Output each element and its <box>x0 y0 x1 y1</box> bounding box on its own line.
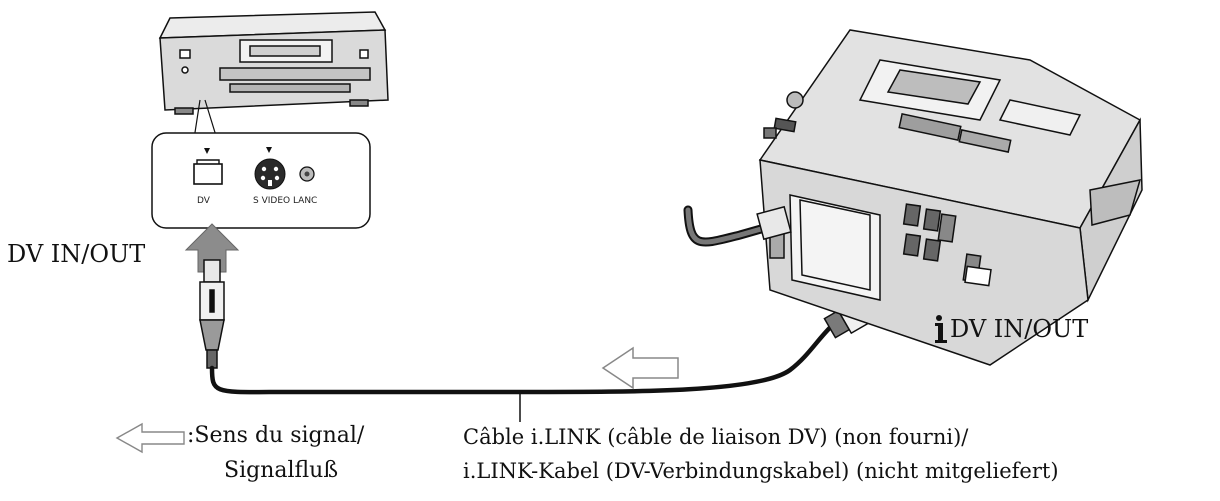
vcr-connector-panel <box>151 132 371 229</box>
dv-jack-marker-icon <box>204 148 210 154</box>
camera-device <box>758 29 1143 366</box>
legend-signal-arrow-icon <box>115 422 185 454</box>
vcr-connect-arrow-icon <box>184 223 240 273</box>
cable-label-line2: i.LINK-Kabel (DV-Verbindungskabel) (nich… <box>463 459 1059 483</box>
signal-direction-label-line2: Signalfluß <box>224 458 339 483</box>
vcr-side-plug <box>199 259 225 369</box>
signal-direction-label-line1: :Sens du signal/ <box>187 423 365 448</box>
svideo-jack-marker-icon <box>266 147 272 153</box>
dv-jack-icon <box>193 163 223 185</box>
camera-side-plug-connector <box>756 205 792 241</box>
panel-svideo-lanc-label: S VIDEO LANC <box>253 196 318 206</box>
i-link-cable <box>209 317 841 395</box>
signal-flow-arrow-icon <box>601 346 679 390</box>
svideo-jack-icon <box>254 158 286 190</box>
vcr-device <box>158 11 389 115</box>
plug-i-link-icon <box>209 289 215 313</box>
camera-dv-jack-icon <box>964 265 992 287</box>
i-link-logo-icon <box>935 315 947 343</box>
vcr-port-label: DV IN/OUT <box>7 240 146 268</box>
camera-port-label: DV IN/OUT <box>950 315 1089 343</box>
panel-dv-label: DV <box>197 196 210 206</box>
cable-label-line1: Câble i.LINK (câble de liaison DV) (non … <box>463 425 969 449</box>
